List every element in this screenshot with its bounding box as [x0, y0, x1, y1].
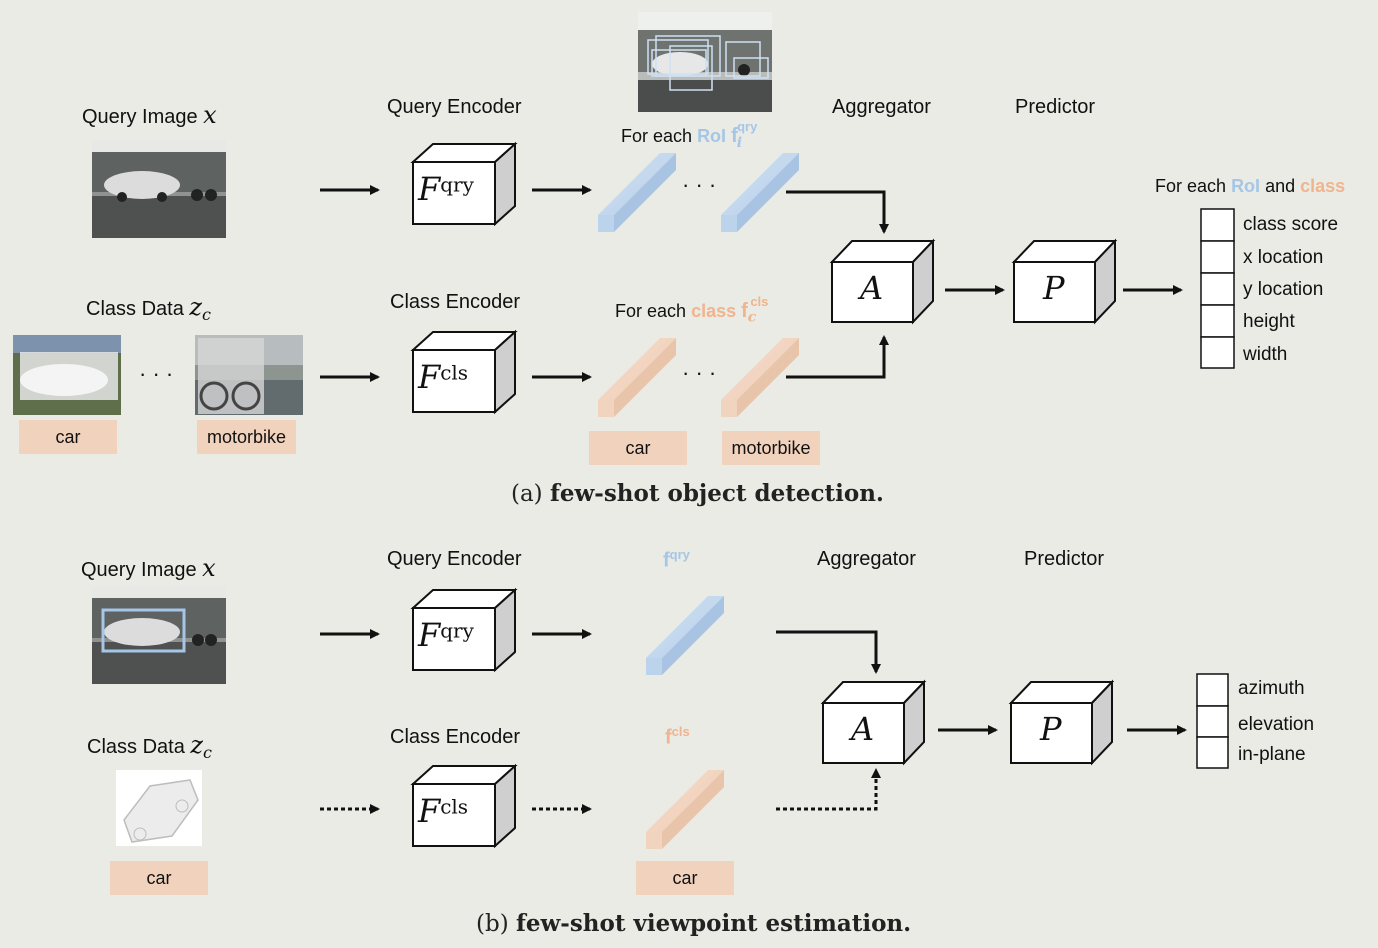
class-image-car	[13, 335, 121, 415]
b-output-azimuth: azimuth	[1238, 678, 1305, 699]
a-aggregator-title: Aggregator	[832, 96, 931, 118]
b-aggregator-cube	[820, 679, 927, 766]
caption-b: (b) few-shot viewpoint estimation.	[476, 910, 912, 937]
query-encoder-cube	[410, 141, 518, 227]
a-predictor-title: Predictor	[1015, 96, 1096, 118]
a-output-x-location: x location	[1243, 247, 1324, 268]
b-query-image-title: Query Image x	[81, 554, 216, 582]
b-feature-tag-car: car	[636, 861, 734, 895]
a-class-feature-caption: For each class fccls	[615, 294, 769, 326]
b-predictor-symbol: P	[1040, 710, 1062, 748]
a-output-y-location: y location	[1243, 279, 1324, 300]
b-predictor-title: Predictor	[1024, 548, 1105, 570]
b-class-feature-label: fcls	[665, 724, 690, 749]
a-output-class-score: class score	[1243, 214, 1339, 235]
class-feature-bar-1	[598, 338, 676, 417]
b-query-feature-bar	[646, 596, 724, 675]
b-class-encoder-symbol: Fcls	[418, 792, 469, 830]
output-boxes-a	[1200, 208, 1235, 369]
a-query-feature-caption: For each RoI fiqry	[621, 119, 758, 151]
a-feature-tag-motorbike: motorbike	[722, 431, 820, 465]
b-aggregator-symbol: A	[851, 710, 875, 748]
output-boxes-b	[1196, 673, 1229, 769]
arrow-b-query-feature-to-aggregator	[776, 630, 881, 674]
a-class-tag-car: car	[19, 420, 117, 454]
query-image-b	[92, 586, 226, 684]
aggregator-cube	[829, 238, 936, 325]
b-query-feature-label: fqry	[663, 547, 690, 572]
b-class-encoder-cube	[410, 763, 518, 849]
b-class-tag-car: car	[110, 861, 208, 895]
arrow-query-features-to-aggregator	[786, 190, 889, 234]
query-image-a	[92, 140, 226, 238]
predictor-cube	[1011, 238, 1118, 325]
a-class-feature-dots: · · ·	[682, 360, 717, 385]
a-class-encoder-title: Class Encoder	[390, 291, 521, 313]
a-output-header: For each RoI and class	[1155, 176, 1346, 196]
class-image-cad-car	[116, 770, 202, 846]
b-output-elevation: elevation	[1238, 714, 1315, 735]
b-query-encoder-title: Query Encoder	[387, 548, 522, 570]
a-query-encoder-symbol: Fqry	[418, 170, 474, 208]
b-class-data-title: Class Data zc	[87, 731, 212, 762]
a-query-image-title: Query Image x	[82, 101, 217, 129]
query-feature-bar-1	[598, 153, 676, 232]
query-feature-bar-2	[721, 153, 799, 232]
a-class-tag-motorbike: motorbike	[197, 420, 296, 454]
a-output-width: width	[1243, 344, 1288, 365]
arrow-class-features-to-aggregator	[786, 335, 889, 379]
b-class-feature-bar	[646, 770, 724, 849]
b-query-encoder-cube	[410, 587, 518, 673]
a-query-encoder-title: Query Encoder	[387, 96, 522, 118]
b-aggregator-title: Aggregator	[817, 548, 916, 570]
a-feature-tag-car: car	[589, 431, 687, 465]
b-class-encoder-title: Class Encoder	[390, 726, 521, 748]
a-class-image-dots: · · ·	[139, 361, 174, 386]
a-output-height: height	[1243, 311, 1295, 332]
caption-a: (a) few-shot object detection.	[511, 480, 884, 507]
a-query-feature-dots: · · ·	[682, 172, 717, 197]
class-feature-bar-2	[721, 338, 799, 417]
a-class-data-title: Class Data zc	[86, 293, 211, 324]
class-encoder-cube	[410, 329, 518, 415]
a-class-encoder-symbol: Fcls	[418, 358, 469, 396]
arrow-b-class-feature-to-aggregator	[776, 768, 881, 811]
b-predictor-cube	[1008, 679, 1115, 766]
a-predictor-symbol: P	[1043, 269, 1065, 307]
b-output-in-plane: in-plane	[1238, 744, 1306, 765]
a-aggregator-symbol: A	[860, 269, 884, 307]
class-image-motorbike	[195, 335, 303, 415]
b-query-encoder-symbol: Fqry	[418, 616, 474, 654]
roi-proposal-image	[638, 12, 772, 112]
